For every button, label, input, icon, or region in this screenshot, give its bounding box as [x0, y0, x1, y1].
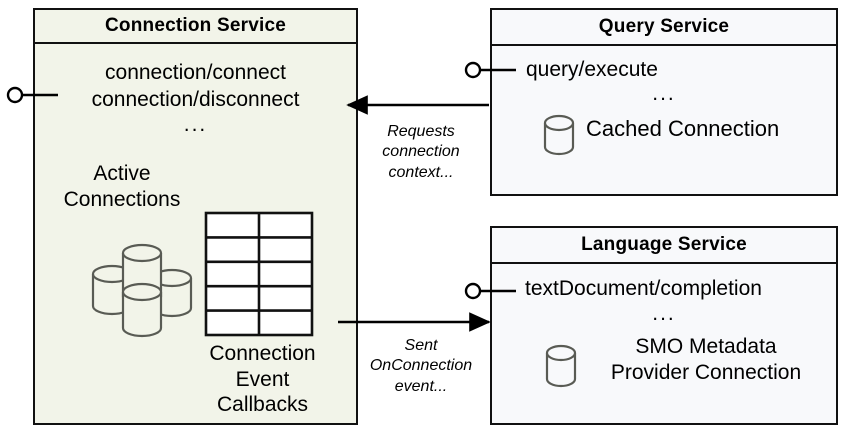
operation-connection-disconnect: connection/disconnect: [91, 87, 300, 111]
cached-connection-cylinder-icon: [542, 114, 576, 156]
edge-label-requests-connection-context: Requests connection context...: [362, 122, 480, 183]
language-service-body: textDocument/completion ... SMO Metadata…: [492, 264, 836, 423]
database-cluster-icon: [83, 240, 201, 340]
query-service-title: Query Service: [492, 10, 836, 46]
sent-label-line2: OnConnection: [369, 357, 473, 375]
requests-label-line2: connection: [382, 143, 460, 161]
requests-label-line1: Requests: [387, 123, 455, 140]
connection-service-ellipsis: ...: [183, 112, 208, 136]
operation-query-execute: query/execute: [526, 58, 658, 81]
connection-service-body: connection/connect connection/disconnect…: [35, 44, 356, 423]
component-language-service[interactable]: Language Service textDocument/completion…: [490, 226, 838, 425]
edge-label-sent-onconnection-event: Sent OnConnection event...: [358, 336, 484, 397]
requests-label-line3: context...: [388, 163, 454, 181]
connection-event-callbacks-table: [204, 211, 314, 337]
callbacks-line3: Callbacks: [216, 393, 309, 417]
smo-metadata-cylinder-icon: [544, 344, 578, 388]
language-service-title: Language Service: [492, 228, 836, 264]
cached-connection-label: Cached Connection: [586, 116, 780, 141]
operation-textdocument-completion: textDocument/completion: [525, 277, 762, 300]
query-service-ellipsis: ...: [652, 82, 676, 105]
operation-connection-connect: connection/connect: [105, 61, 286, 84]
connection-event-callbacks-label: Connection Event Callbacks: [185, 341, 340, 418]
callbacks-line1: Connection: [209, 342, 316, 365]
sent-label-line1: Sent: [404, 337, 438, 354]
smo-label-line1: SMO Metadata: [635, 335, 777, 358]
smo-label-line2: Provider Connection: [610, 360, 802, 384]
smo-metadata-provider-connection-label: SMO Metadata Provider Connection: [586, 334, 826, 385]
component-connection-service[interactable]: Connection Service connection/connect co…: [33, 8, 358, 425]
query-service-body: query/execute ... Cached Connection: [492, 46, 836, 194]
active-connections-label: Active Connections: [47, 161, 197, 212]
callbacks-line2: Event: [235, 367, 290, 391]
active-connections-line1: Active: [93, 162, 151, 185]
language-service-ellipsis: ...: [652, 302, 676, 325]
sent-label-line3: event...: [394, 377, 448, 395]
connection-service-title: Connection Service: [35, 10, 356, 44]
connection-service-operations: connection/connect connection/disconnect…: [35, 60, 356, 135]
component-query-service[interactable]: Query Service query/execute ... Cached C…: [490, 8, 838, 196]
active-connections-line2: Connections: [63, 187, 181, 211]
